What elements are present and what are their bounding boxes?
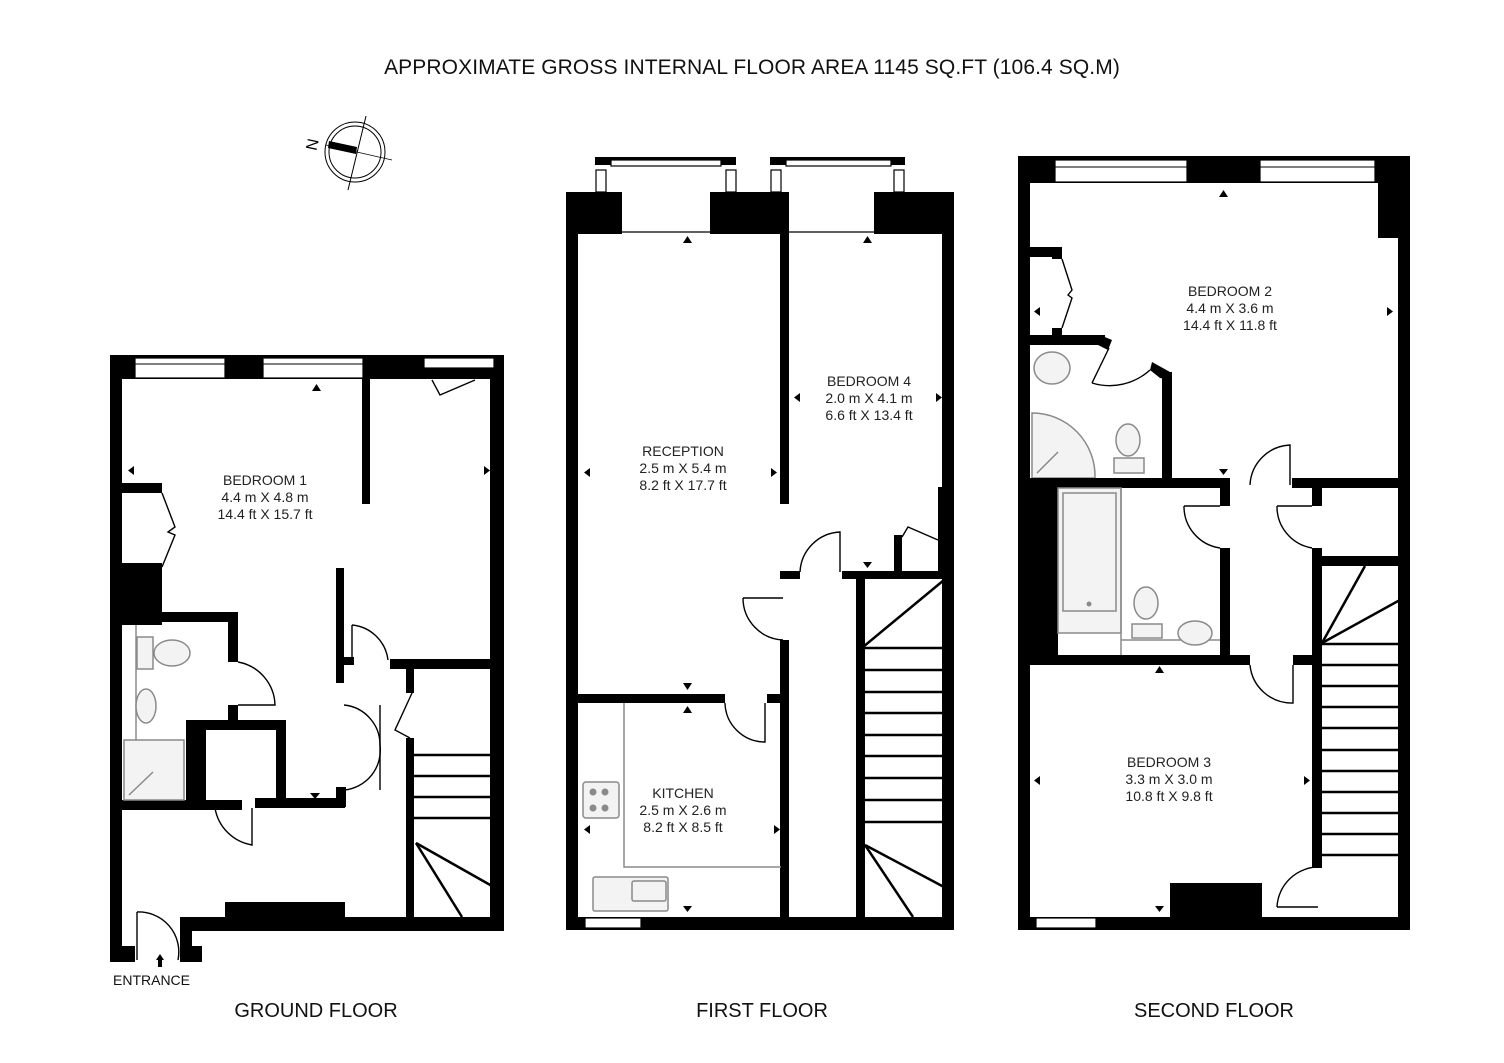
room-dimensions-imperial: 8.2 ft X 17.7 ft	[639, 477, 727, 493]
floor-label-ground: GROUND FLOOR	[234, 1000, 398, 1022]
room-label-kitchen: KITCHEN 2.5 m X 2.6 m 8.2 ft X 8.5 ft	[639, 785, 726, 836]
room-dimensions-metric: 3.3 m X 3.0 m	[1125, 771, 1213, 787]
room-dimensions-metric: 2.0 m X 4.1 m	[825, 390, 913, 406]
floor-label-second: SECOND FLOOR	[1133, 1000, 1295, 1022]
compass-north-icon: N	[304, 115, 393, 191]
room-dimensions-imperial: 6.6 ft X 13.4 ft	[825, 407, 913, 423]
room-name: BEDROOM 3	[1126, 754, 1212, 770]
room-label-bedroom-2: BEDROOM 2 4.4 m X 3.6 m 14.4 ft X 11.8 f…	[1183, 283, 1277, 334]
room-dimensions-imperial: 10.8 ft X 9.8 ft	[1125, 788, 1213, 804]
room-dimensions-imperial: 14.4 ft X 15.7 ft	[217, 506, 313, 522]
room-dimensions-imperial: 14.4 ft X 11.8 ft	[1183, 317, 1277, 333]
room-name: BEDROOM 2	[1187, 283, 1273, 299]
svg-text:N: N	[304, 137, 323, 152]
room-dimensions-metric: 4.4 m X 4.8 m	[221, 489, 309, 505]
entrance-label: ENTRANCE	[113, 972, 191, 988]
first-floor-plan	[566, 157, 954, 930]
room-label-bedroom-4: BEDROOM 4 2.0 m X 4.1 m 6.6 ft X 13.4 ft	[825, 373, 912, 424]
room-name: RECEPTION	[642, 443, 724, 459]
room-label-bedroom-1: BEDROOM 1 4.4 m X 4.8 m 14.4 ft X 15.7 f…	[218, 472, 313, 523]
room-label-reception: RECEPTION 2.5 m X 5.4 m 8.2 ft X 17.7 ft	[639, 443, 726, 494]
second-floor-plan	[1018, 156, 1410, 930]
room-dimensions-metric: 4.4 m X 3.6 m	[1186, 300, 1274, 316]
room-name: KITCHEN	[652, 785, 714, 801]
ground-floor-plan	[110, 355, 504, 967]
floor-area-title: APPROXIMATE GROSS INTERNAL FLOOR AREA 11…	[384, 56, 1120, 79]
room-label-bedroom-3: BEDROOM 3 3.3 m X 3.0 m 10.8 ft X 9.8 ft	[1125, 754, 1212, 805]
room-name: BEDROOM 4	[826, 373, 912, 389]
room-dimensions-imperial: 8.2 ft X 8.5 ft	[643, 819, 723, 835]
room-name: BEDROOM 1	[222, 472, 308, 488]
room-dimensions-metric: 2.5 m X 2.6 m	[639, 802, 727, 818]
floor-label-first: FIRST FLOOR	[696, 1000, 828, 1022]
room-dimensions-metric: 2.5 m X 5.4 m	[639, 460, 727, 476]
